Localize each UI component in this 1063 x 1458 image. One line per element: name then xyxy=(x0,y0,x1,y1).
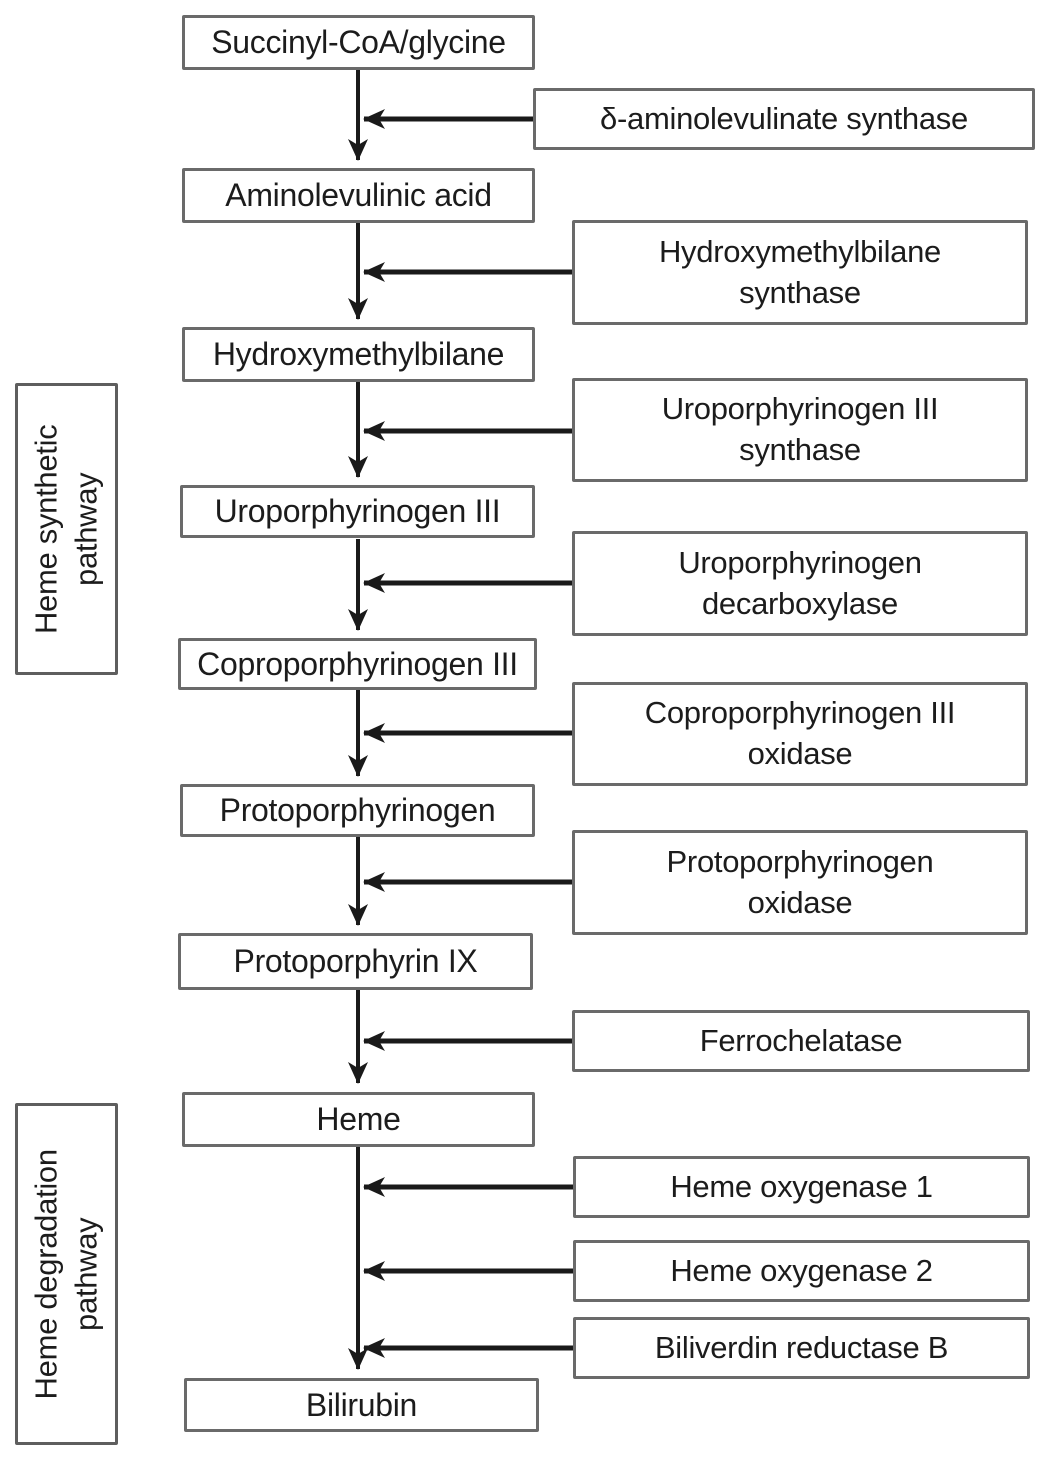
enzyme-coproporphyrinogen-iii-oxidase: Coproporphyrinogen III oxidase xyxy=(572,682,1028,786)
node-hydroxymethylbilane: Hydroxymethylbilane xyxy=(182,327,535,382)
label-heme-synthetic-pathway-text: Heme synthetic pathway xyxy=(28,424,104,634)
node-protoporphyrin-ix: Protoporphyrin IX xyxy=(178,933,533,990)
enzyme-heme-oxygenase-1: Heme oxygenase 1 xyxy=(573,1156,1030,1218)
enzyme-heme-oxygenase-2: Heme oxygenase 2 xyxy=(573,1240,1030,1302)
enzyme-uroporphyrinogen-iii-synthase: Uroporphyrinogen III synthase xyxy=(572,378,1028,482)
node-protoporphyrinogen: Protoporphyrinogen xyxy=(180,784,535,837)
label-heme-degradation-pathway: Heme degradation pathway xyxy=(15,1103,118,1445)
node-heme: Heme xyxy=(182,1092,535,1147)
node-bilirubin: Bilirubin xyxy=(184,1378,539,1432)
enzyme-delta-aminolevulinate-synthase: δ-aminolevulinate synthase xyxy=(533,88,1035,150)
enzyme-ferrochelatase: Ferrochelatase xyxy=(572,1010,1030,1072)
enzyme-uroporphyrinogen-decarboxylase: Uroporphyrinogen decarboxylase xyxy=(572,531,1028,636)
node-coproporphyrinogen-iii: Coproporphyrinogen III xyxy=(178,638,537,690)
enzyme-biliverdin-reductase-b: Biliverdin reductase B xyxy=(573,1317,1030,1379)
node-aminolevulinic-acid: Aminolevulinic acid xyxy=(182,168,535,223)
enzyme-protoporphyrinogen-oxidase: Protoporphyrinogen oxidase xyxy=(572,830,1028,935)
node-uroporphyrinogen-iii: Uroporphyrinogen III xyxy=(180,485,535,538)
label-heme-synthetic-pathway: Heme synthetic pathway xyxy=(15,383,118,675)
node-succinyl-coa-glycine: Succinyl-CoA/glycine xyxy=(182,15,535,70)
label-heme-degradation-pathway-text: Heme degradation pathway xyxy=(28,1148,104,1400)
enzyme-hydroxymethylbilane-synthase: Hydroxymethylbilane synthase xyxy=(572,220,1028,325)
